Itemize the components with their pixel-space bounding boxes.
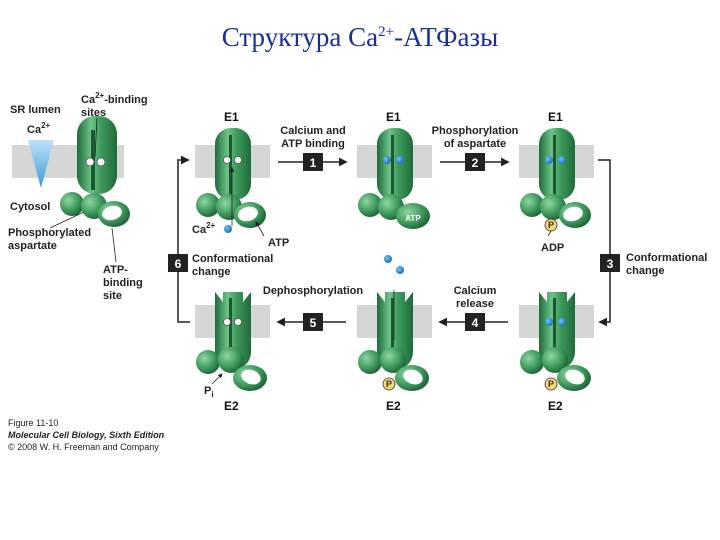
protein-e1-b bbox=[358, 128, 430, 229]
step-6-label-1: Conformational bbox=[192, 253, 273, 265]
calcium-ion bbox=[545, 156, 553, 164]
calcium-ion bbox=[545, 318, 553, 326]
state-e2-c: E2 bbox=[548, 399, 563, 413]
pi-label: Pi bbox=[204, 385, 214, 399]
protein-e1-c bbox=[520, 128, 591, 232]
calcium-ion bbox=[558, 156, 566, 164]
step-4-number: 4 bbox=[472, 316, 479, 330]
ca-in-text: Ca bbox=[192, 224, 207, 236]
state-e1-c: E1 bbox=[548, 110, 563, 124]
step-2-label-2: of aspartate bbox=[444, 138, 506, 150]
calcium-ion-released bbox=[384, 255, 392, 263]
binding-ca-sup: 2+ bbox=[95, 91, 104, 100]
ca-gradient-cone bbox=[28, 140, 54, 188]
figure-copyright: © 2008 W. H. Freeman and Company bbox=[8, 442, 159, 452]
step-3-label-1: Conformational bbox=[626, 252, 707, 264]
calcium-ion bbox=[558, 318, 566, 326]
step-4-label-1: Calcium bbox=[454, 285, 497, 297]
step-5-number: 5 bbox=[310, 316, 317, 330]
legend-protein bbox=[28, 116, 130, 263]
binding-sites-label-2: sites bbox=[81, 107, 106, 119]
figure-book: Molecular Cell Biology, Sixth Edition bbox=[8, 430, 165, 440]
protein-e2-b bbox=[358, 292, 429, 391]
binding-rest-text: -binding bbox=[104, 94, 147, 106]
step-2-label-1: Phosphorylation bbox=[432, 125, 519, 137]
step-5-label: Dephosphorylation bbox=[263, 285, 364, 297]
p-badge-e1c: P bbox=[548, 220, 554, 230]
calcium-ion-incoming bbox=[224, 225, 232, 233]
state-e2-a: E2 bbox=[224, 399, 239, 413]
phosph-aspartate-label-2: aspartate bbox=[8, 240, 57, 252]
step-4-label-2: release bbox=[456, 298, 494, 310]
cytosol-label: Cytosol bbox=[10, 201, 50, 213]
state-e1-a: E1 bbox=[224, 110, 239, 124]
step-3-label-2: change bbox=[626, 265, 665, 277]
calcium-ion-released bbox=[396, 266, 404, 274]
adp-label: ADP bbox=[541, 242, 564, 254]
calcium-ion bbox=[383, 156, 391, 164]
legend-ca-text: Ca bbox=[27, 124, 42, 136]
legend-ca-sup: 2+ bbox=[41, 121, 50, 130]
phosphate-badge bbox=[544, 377, 558, 391]
pi-text: P bbox=[204, 385, 211, 397]
title-main: Структура Ca bbox=[221, 22, 379, 52]
atp-incoming-label: ATP bbox=[268, 237, 289, 249]
step-1-label-2: ATP binding bbox=[281, 138, 345, 150]
atp-binding-label-2: binding bbox=[103, 277, 143, 289]
slide-title: Структура Ca2+-АТФазы bbox=[0, 22, 720, 53]
protein-e2-c bbox=[520, 292, 591, 391]
binding-ca-text: Ca bbox=[81, 94, 96, 106]
legend-ca-label: Ca2+ bbox=[27, 121, 51, 136]
step-6-label-2: change bbox=[192, 266, 231, 278]
step-2-number: 2 bbox=[472, 156, 479, 170]
state-e2-b: E2 bbox=[386, 399, 401, 413]
step-1-number: 1 bbox=[310, 156, 317, 170]
state-e1-b: E1 bbox=[386, 110, 401, 124]
binding-sites-label-1: Ca2+-binding bbox=[81, 91, 148, 106]
pi-sub: i bbox=[211, 390, 213, 399]
atp-binding-label-1: ATP- bbox=[103, 264, 128, 276]
step-6-number: 6 bbox=[175, 257, 182, 271]
step-3-number: 3 bbox=[607, 257, 614, 271]
protein-e2-a bbox=[196, 292, 267, 391]
p-badge-e2c: P bbox=[548, 379, 554, 389]
step-1-label-1: Calcium and bbox=[280, 125, 345, 137]
p-badge-e2b: P bbox=[386, 379, 392, 389]
atp-bound-label: ATP bbox=[405, 214, 421, 223]
calcium-ion bbox=[396, 156, 404, 164]
title-sup: 2+ bbox=[378, 24, 395, 40]
phosph-aspartate-label-1: Phosphorylated bbox=[8, 227, 91, 239]
atp-binding-label-3: site bbox=[103, 290, 122, 302]
phosphate-badge bbox=[382, 377, 396, 391]
figure-number: Figure 11-10 bbox=[8, 418, 58, 428]
ca-in-sup: 2+ bbox=[206, 221, 215, 230]
title-rest: -АТФазы bbox=[394, 22, 499, 52]
ca-incoming-label: Ca2+ bbox=[192, 221, 216, 236]
sr-lumen-label: SR lumen bbox=[10, 104, 61, 116]
